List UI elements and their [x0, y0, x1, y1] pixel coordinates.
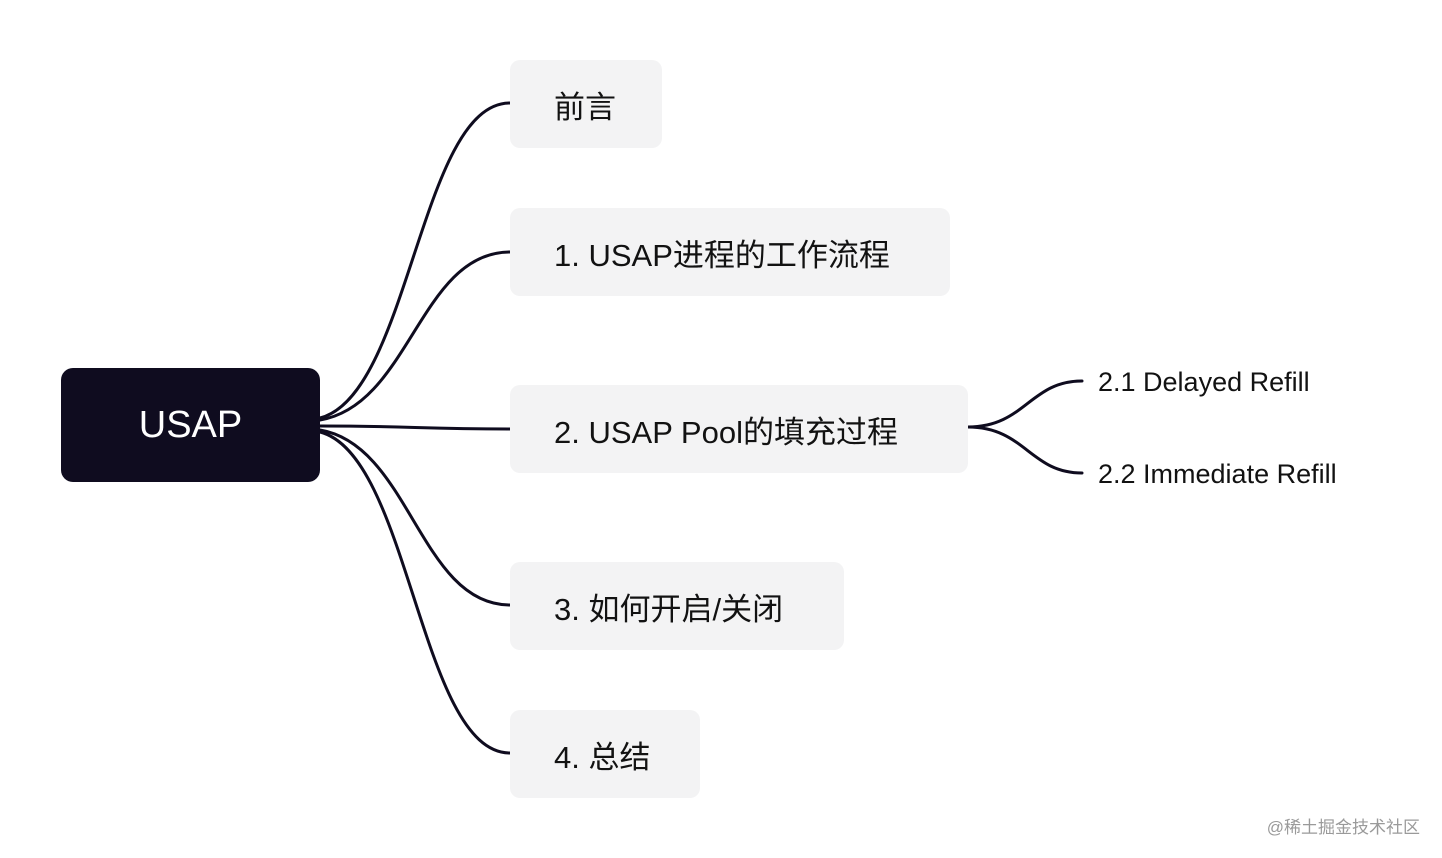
- branch-usap-workflow: 1. USAP进程的工作流程: [510, 208, 950, 296]
- watermark: @稀土掘金技术社区: [1266, 818, 1420, 837]
- branch-label: 3. 如何开启/关闭: [554, 591, 784, 627]
- branch-label: 前言: [554, 89, 616, 125]
- root-node-usap: USAP: [61, 368, 320, 482]
- connector-root-to-enable: [318, 428, 512, 607]
- connector-root-to-pool: [318, 424, 512, 431]
- root-label: USAP: [138, 403, 243, 446]
- branch-summary: 4. 总结: [510, 710, 700, 798]
- leaf-delayed-refill: 2.1 Delayed Refill: [1098, 367, 1310, 397]
- connector-pool-to-immediate: [966, 425, 1084, 475]
- connector-root-to-workflow: [318, 250, 512, 422]
- connector-root-to-intro: [318, 101, 512, 420]
- branch-label: 4. 总结: [554, 739, 651, 775]
- connector-pool-to-delayed: [966, 379, 1084, 429]
- branch-enable-disable: 3. 如何开启/关闭: [510, 562, 844, 650]
- branch-label: 2. USAP Pool的填充过程: [554, 414, 898, 450]
- branch-label: 1. USAP进程的工作流程: [554, 237, 890, 273]
- connector-root-to-summary: [318, 430, 512, 755]
- branch-intro: 前言: [510, 60, 662, 148]
- leaf-immediate-refill: 2.2 Immediate Refill: [1098, 459, 1337, 489]
- branch-usap-pool-refill: 2. USAP Pool的填充过程: [510, 385, 968, 473]
